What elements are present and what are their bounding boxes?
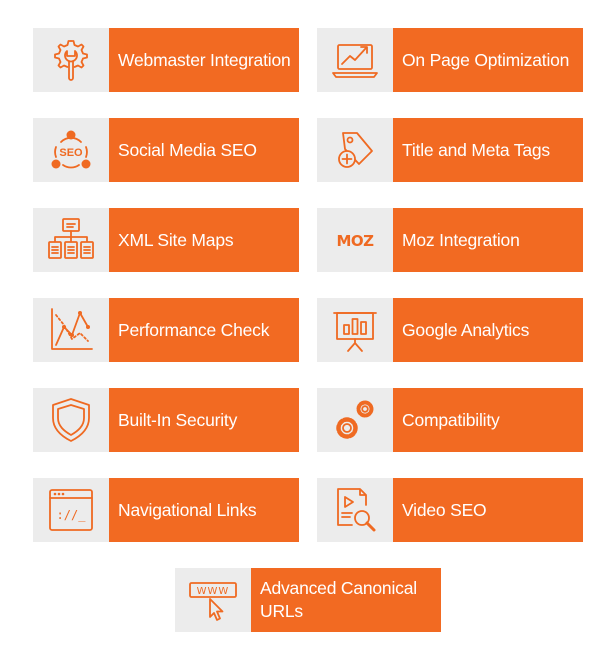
feature-label: Moz Integration (393, 208, 583, 272)
feature-moz-integration: MOZ Moz Integration (317, 208, 583, 272)
feature-label: On Page Optimization (393, 28, 583, 92)
presentation-chart-icon (317, 298, 393, 362)
laptop-chart-icon (317, 28, 393, 92)
feature-label: XML Site Maps (109, 208, 299, 272)
feature-video-seo: Video SEO (317, 478, 583, 542)
feature-label: Built-In Security (109, 388, 299, 452)
gear-wrench-icon (33, 28, 109, 92)
feature-label: Webmaster Integration (109, 28, 299, 92)
feature-title-and-meta-tags: Title and Meta Tags (317, 118, 583, 182)
shield-icon (33, 388, 109, 452)
feature-social-media-seo: SEO Social Media SEO (33, 118, 299, 182)
feature-google-analytics: Google Analytics (317, 298, 583, 362)
performance-chart-icon (33, 298, 109, 362)
www-cursor-icon: WWW (175, 568, 251, 632)
moz-logo-icon: MOZ (317, 208, 393, 272)
feature-label: Navigational Links (109, 478, 299, 542)
feature-compatibility: Compatibility (317, 388, 583, 452)
video-search-icon (317, 478, 393, 542)
feature-label: Compatibility (393, 388, 583, 452)
feature-label: Google Analytics (393, 298, 583, 362)
url-glyph: ://_ (57, 508, 87, 522)
feature-xml-site-maps: XML Site Maps (33, 208, 299, 272)
feature-webmaster-integration: Webmaster Integration (33, 28, 299, 92)
svg-text:SEO: SEO (59, 147, 83, 159)
feature-label: Performance Check (109, 298, 299, 362)
feature-on-page-optimization: On Page Optimization (317, 28, 583, 92)
feature-performance-check: Performance Check (33, 298, 299, 362)
feature-navigational-links: ://_ Navigational Links (33, 478, 299, 542)
seo-network-icon: SEO (33, 118, 109, 182)
gears-icon (317, 388, 393, 452)
feature-built-in-security: Built-In Security (33, 388, 299, 452)
feature-label: Advanced Canonical URLs (251, 568, 441, 632)
tag-plus-icon (317, 118, 393, 182)
sitemap-icon (33, 208, 109, 272)
feature-label: Title and Meta Tags (393, 118, 583, 182)
moz-logo-text: MOZ (336, 232, 374, 250)
feature-label: Social Media SEO (109, 118, 299, 182)
feature-advanced-canonical-urls: WWW Advanced Canonical URLs (175, 568, 441, 632)
www-glyph: WWW (197, 586, 230, 597)
browser-window-icon: ://_ (33, 478, 109, 542)
feature-label: Video SEO (393, 478, 583, 542)
